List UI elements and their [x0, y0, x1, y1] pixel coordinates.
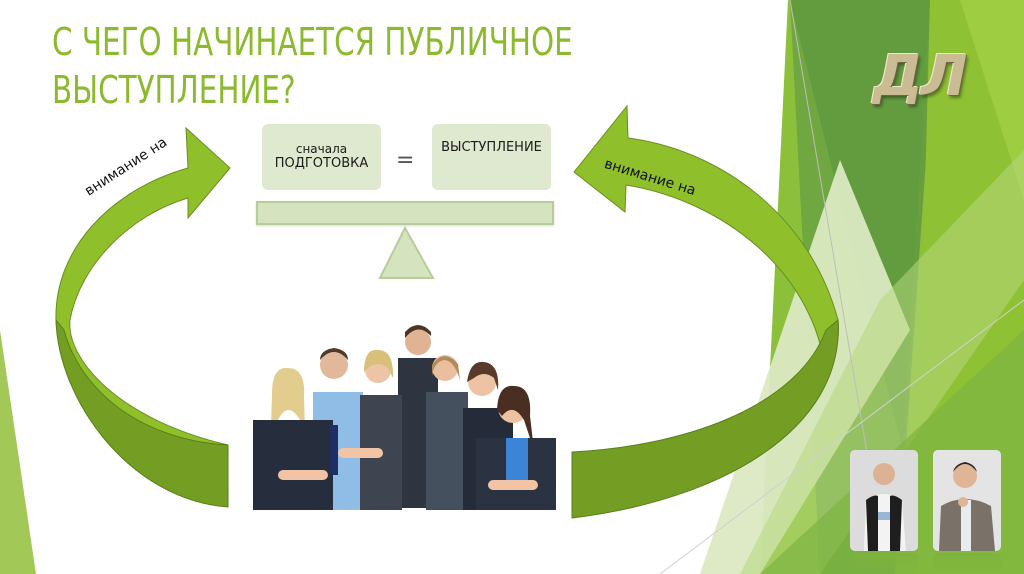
equals-sign: = [396, 148, 415, 173]
preparation-box-small-label: сначала [295, 142, 348, 156]
author-photo-1-reflection [850, 553, 918, 573]
author-photo-1 [850, 450, 918, 551]
scale-beam [256, 201, 554, 225]
performance-box-label: ВЫСТУПЛЕНИЕ [441, 140, 542, 155]
performance-box: ВЫСТУПЛЕНИЕ [432, 124, 551, 190]
logo: ДЛ [873, 44, 967, 109]
author-photo-2 [933, 450, 1001, 551]
slide-title: С ЧЕГО НАЧИНАЕТСЯ ПУБЛИЧНОЕ ВЫСТУПЛЕНИЕ? [52, 18, 602, 114]
preparation-box: сначала ПОДГОТОВКА [262, 124, 381, 190]
author-photo-2-reflection [933, 553, 1001, 573]
title-line-1: С ЧЕГО НАЧИНАЕТСЯ ПУБЛИЧНОЕ [52, 20, 573, 64]
title-line-2: ВЫСТУПЛЕНИЕ? [52, 68, 296, 112]
preparation-box-label: ПОДГОТОВКА [274, 156, 369, 171]
group-photo [253, 325, 556, 510]
